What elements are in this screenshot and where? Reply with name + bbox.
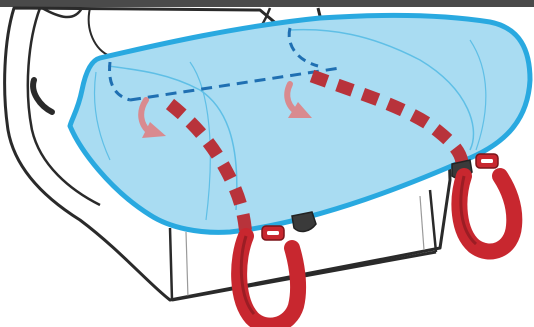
anchor-strap-right-buckle-slot bbox=[481, 159, 493, 163]
top-bar bbox=[0, 0, 534, 7]
anchor-strap-right-body bbox=[459, 176, 514, 252]
latch-center bbox=[292, 212, 316, 231]
anchor-strap-left-buckle-slot bbox=[267, 231, 279, 235]
